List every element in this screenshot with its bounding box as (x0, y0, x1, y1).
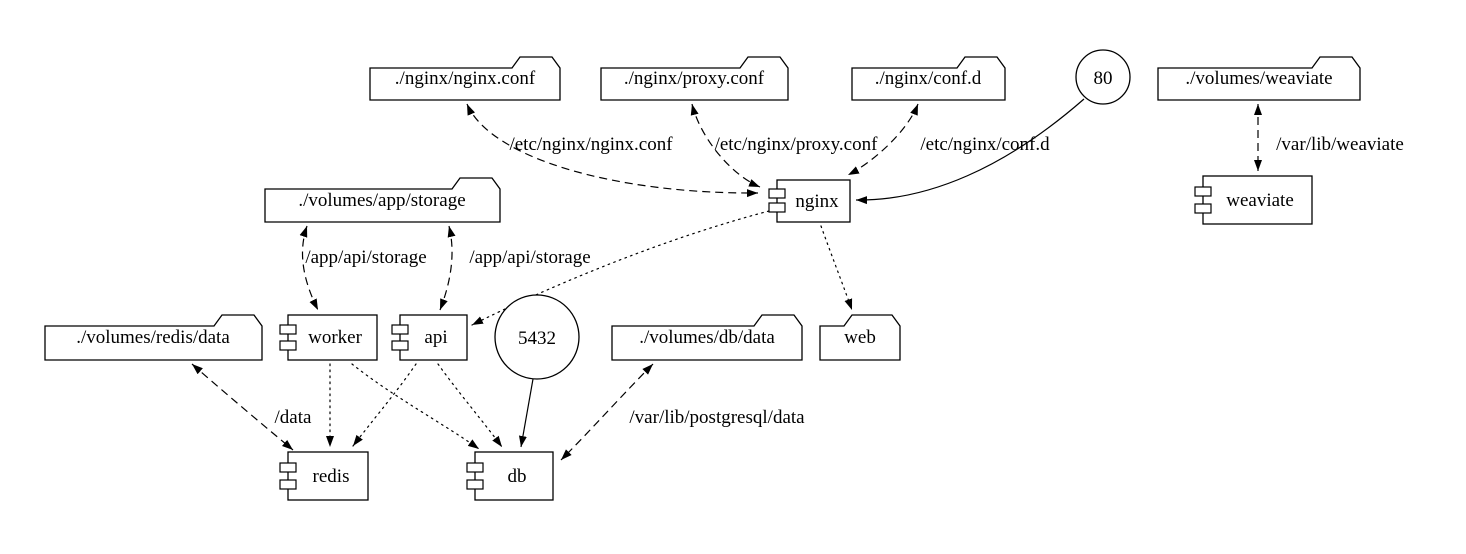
component-box (1202, 175, 1313, 225)
node-component-weaviate: weaviate (1194, 175, 1313, 225)
component-tab-icon (466, 462, 484, 473)
node-folder-web: web (819, 314, 901, 361)
component-box (474, 451, 554, 501)
component-tab-icon (279, 340, 297, 351)
folder-icon (44, 314, 263, 361)
component-tab-icon (279, 324, 297, 335)
node-label: api (424, 327, 447, 348)
node-label: ./nginx/nginx.conf (395, 68, 536, 89)
folder-icon (369, 56, 561, 101)
node-label: ./volumes/redis/data (76, 327, 230, 348)
edge-label-worker-storage-mount: /app/api/storage (305, 247, 426, 268)
node-label: web (844, 327, 876, 348)
node-label: ./nginx/conf.d (875, 68, 982, 89)
component-tab-icon (1194, 203, 1212, 214)
node-label: nginx (795, 191, 839, 212)
folder-icon (851, 56, 1006, 101)
node-label: ./volumes/app/storage (298, 190, 465, 211)
node-component-redis: redis (279, 451, 369, 501)
component-tab-icon (1194, 186, 1212, 197)
component-box (287, 451, 369, 501)
component-tab-icon (768, 188, 786, 199)
node-label: ./nginx/proxy.conf (624, 68, 765, 89)
edge-conf-d-to-nginx (847, 103, 919, 176)
node-label: 80 (1094, 68, 1113, 89)
node-folder-conf-d: ./nginx/conf.d (851, 56, 1006, 101)
edge-proxy-conf-to-nginx (690, 103, 761, 188)
edge-worker-to-db (351, 363, 480, 450)
edge-label-nginx-conf-mount: /etc/nginx/nginx.conf (509, 134, 673, 155)
edge-api-to-db (437, 363, 503, 448)
node-label: 5432 (518, 328, 556, 349)
edge-label-redis-data-mount: /data (275, 407, 312, 428)
port-circle-icon (1075, 49, 1131, 105)
component-tab-icon (391, 340, 409, 351)
edge-label-proxy-conf-mount: /etc/nginx/proxy.conf (715, 134, 879, 155)
edge-port5432-to-db (518, 378, 534, 448)
component-tab-icon (279, 462, 297, 473)
node-component-worker: worker (279, 314, 378, 361)
edge-label-api-storage-mount: /app/api/storage (469, 247, 590, 268)
node-component-db: db (466, 451, 554, 501)
folder-icon (611, 314, 803, 361)
node-folder-volumes-app-storage: ./volumes/app/storage (264, 177, 501, 223)
folder-icon (600, 56, 789, 101)
edge-label-conf-d-mount: /etc/nginx/conf.d (920, 134, 1050, 155)
node-folder-volumes-weaviate: ./volumes/weaviate (1157, 56, 1361, 101)
edge-port80-to-nginx (855, 98, 1085, 205)
edge-app-storage-to-worker (299, 225, 319, 311)
node-folder-proxy-conf: ./nginx/proxy.conf (600, 56, 789, 101)
edge-nginx-to-web (820, 225, 853, 311)
component-tab-icon (768, 202, 786, 213)
node-port-5432: 5432 (494, 294, 580, 380)
component-box (399, 314, 468, 361)
edge-api-to-redis (352, 363, 417, 447)
component-tab-icon (279, 479, 297, 490)
edge-redis-volume-to-redis (191, 363, 294, 451)
node-component-api: api (391, 314, 468, 361)
port-circle-icon (494, 294, 580, 380)
component-box (287, 314, 378, 361)
node-component-nginx: nginx (768, 179, 851, 223)
node-label: redis (313, 466, 350, 487)
edge-label-db-data-mount: /var/lib/postgresql/data (629, 407, 805, 428)
node-folder-volumes-db-data: ./volumes/db/data (611, 314, 803, 361)
edge-label-weaviate-mount: /var/lib/weaviate (1276, 134, 1404, 155)
component-tab-icon (391, 324, 409, 335)
edge-db-volume-to-db (560, 363, 654, 461)
edges-layer (191, 98, 1262, 461)
node-label: db (508, 466, 527, 487)
component-tab-icon (466, 479, 484, 490)
node-label: worker (308, 327, 362, 348)
folder-icon (819, 314, 901, 361)
nodes-layer: ./nginx/nginx.conf ./nginx/proxy.conf ./… (44, 49, 1361, 501)
node-port-80: 80 (1075, 49, 1131, 105)
node-label: ./volumes/db/data (639, 327, 775, 348)
node-label: weaviate (1226, 190, 1294, 211)
edge-app-storage-to-api (439, 225, 456, 311)
edge-labels-layer: /etc/nginx/nginx.conf /etc/nginx/proxy.c… (275, 134, 1404, 428)
node-label: ./volumes/weaviate (1185, 68, 1332, 89)
node-folder-volumes-redis-data: ./volumes/redis/data (44, 314, 263, 361)
node-folder-nginx-conf: ./nginx/nginx.conf (369, 56, 561, 101)
edge-nginx-to-api (471, 210, 770, 326)
folder-icon (1157, 56, 1361, 101)
folder-icon (264, 177, 501, 223)
edge-nginx-conf-to-nginx (466, 103, 759, 198)
component-box (776, 179, 851, 223)
